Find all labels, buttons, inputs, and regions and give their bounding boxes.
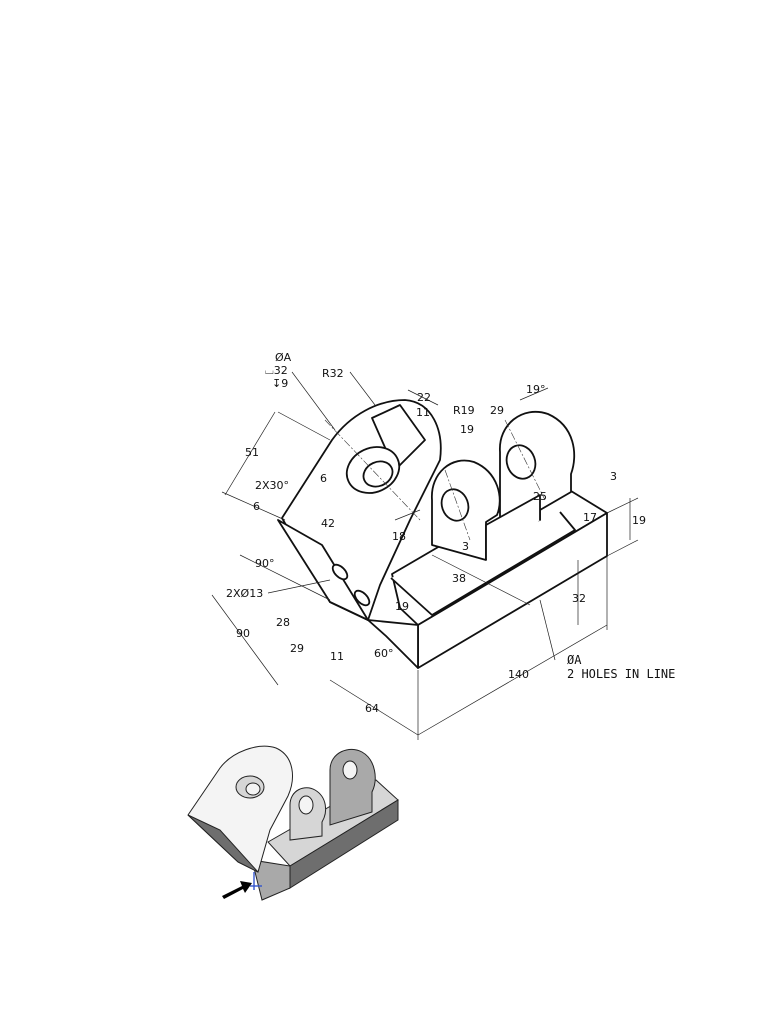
dim-3-b: 3 bbox=[462, 540, 469, 553]
dim-19-top: 19° bbox=[526, 383, 546, 396]
centre-line-3 bbox=[444, 469, 471, 541]
dim-32: 32 bbox=[572, 592, 586, 605]
dim-25: 25 bbox=[533, 490, 547, 503]
shaded-3d-preview bbox=[187, 745, 399, 901]
clevis-lug-rear bbox=[499, 411, 576, 531]
dim-140: 140 bbox=[508, 668, 529, 681]
dim-chamfer: 2X30° bbox=[255, 479, 289, 492]
dim-6-a: 6 bbox=[320, 472, 327, 485]
dim-6-b: 6 bbox=[253, 500, 260, 513]
base-plate-left bbox=[367, 619, 419, 669]
hole-note-line2: ⌴32 bbox=[265, 364, 288, 377]
preview-lug-hole-rear bbox=[342, 760, 358, 780]
dim-90: 90 bbox=[236, 627, 250, 640]
dim-38: 38 bbox=[452, 572, 466, 585]
dim-angle-90: 90° bbox=[255, 557, 275, 570]
arrow-icon bbox=[222, 881, 252, 899]
dim-angle-60: 60° bbox=[374, 647, 394, 660]
dim-19-bottom: 19 bbox=[395, 600, 409, 613]
dim-29-top: 29 bbox=[490, 404, 504, 417]
dim-64: 64 bbox=[365, 702, 379, 715]
preview-counterbore-hole bbox=[245, 782, 261, 796]
preview-angled-block bbox=[187, 745, 293, 873]
centre-line-2 bbox=[504, 419, 546, 501]
dim-28: 28 bbox=[276, 616, 290, 629]
clevis-hole-rear bbox=[505, 444, 537, 480]
clevis-hole-front bbox=[440, 488, 470, 522]
dim-42: 42 bbox=[321, 517, 335, 530]
dim-19-right: 19 bbox=[632, 514, 646, 527]
hole-note-line3: ↧9 bbox=[272, 377, 288, 390]
side-hole-1 bbox=[331, 563, 349, 581]
isometric-part-drawing bbox=[277, 399, 608, 669]
preview-lug-rear bbox=[329, 748, 376, 826]
dim-19-mid: 19 bbox=[460, 423, 474, 436]
dimension-labels: ØA ⌴32 ↧9 R32 22 11 R19 29 19° 19 51 2X3… bbox=[226, 351, 675, 715]
dim-r19: R19 bbox=[453, 404, 475, 417]
preview-lug-hole-front bbox=[298, 795, 314, 815]
hole-note-line1: ØA bbox=[275, 351, 292, 364]
dim-51: 51 bbox=[245, 446, 259, 459]
dim-18: 18 bbox=[392, 530, 406, 543]
dim-11-top: 11 bbox=[416, 406, 430, 419]
dim-22: 22 bbox=[417, 391, 431, 404]
base-step-line bbox=[390, 511, 576, 616]
dim-holes-13: 2XØ13 bbox=[226, 587, 263, 600]
dim-3-a: 3 bbox=[610, 470, 617, 483]
holes-note-line1: ØA bbox=[567, 653, 582, 667]
centre-line-1 bbox=[324, 419, 421, 521]
counterbore-inner bbox=[362, 460, 394, 488]
angled-block-front bbox=[277, 519, 369, 621]
dim-11-bottom: 11 bbox=[330, 650, 344, 663]
side-hole-2 bbox=[353, 589, 371, 607]
dim-17: 17 bbox=[583, 511, 597, 524]
preview-angled-block-front bbox=[187, 814, 259, 873]
clevis-gap bbox=[485, 494, 541, 560]
dimension-lines bbox=[211, 371, 639, 740]
dim-29-bottom: 29 bbox=[290, 642, 304, 655]
dim-r32: R32 bbox=[322, 367, 344, 380]
holes-note-line2: 2 HOLES IN LINE bbox=[567, 667, 675, 681]
